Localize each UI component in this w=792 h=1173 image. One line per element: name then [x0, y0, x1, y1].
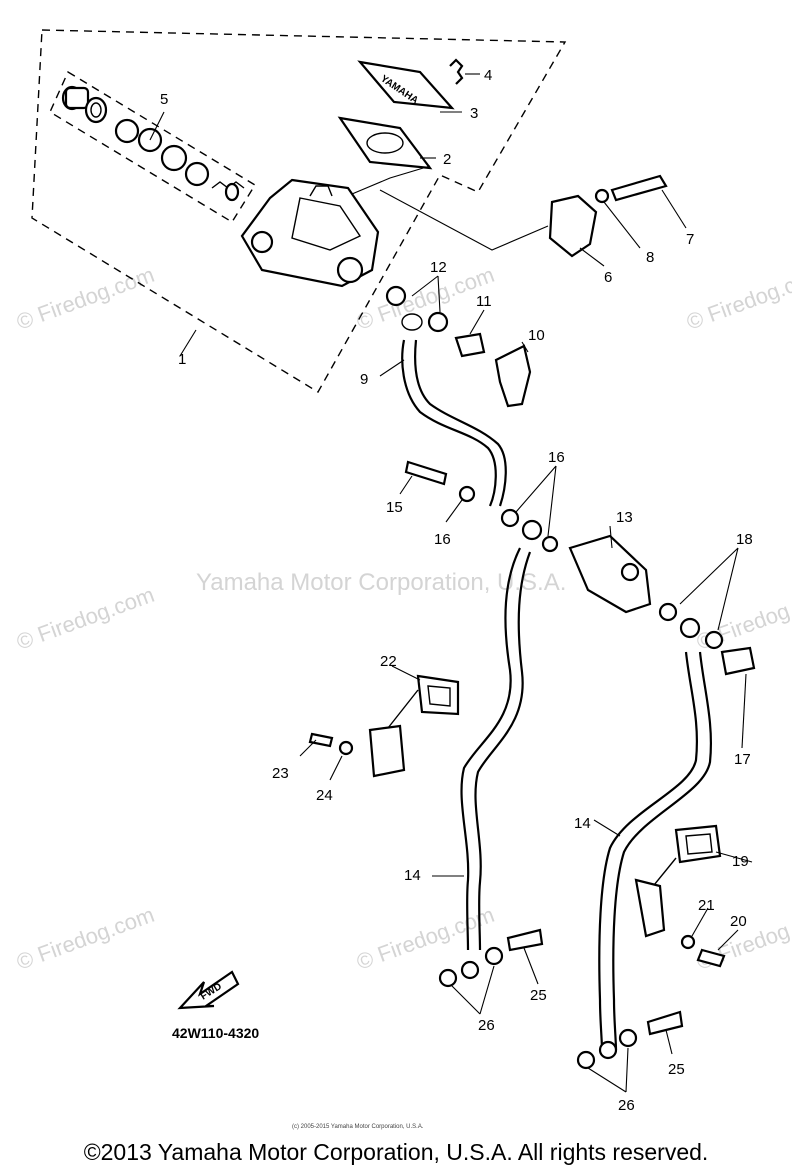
part-label: 8: [646, 249, 654, 266]
part-label: 25: [530, 987, 547, 1004]
part-label: 14: [404, 867, 421, 884]
holder-drawing: [548, 174, 668, 258]
part-label: 19: [732, 853, 749, 870]
caliper-fittings-drawing: [438, 946, 638, 1070]
diagram-code: 42W110-4320: [172, 1025, 259, 1041]
upper-brake-hose-outline: [414, 339, 507, 507]
part-label: 13: [616, 509, 633, 526]
reservoir-cover-drawing: YAMAHA: [337, 58, 464, 170]
hose-clamps-drawing: [368, 674, 722, 938]
part-label: 15: [386, 499, 403, 516]
forward-arrow-icon: FWD: [177, 970, 240, 1010]
watermark-yamaha: Yamaha Motor Corporation, U.S.A.: [196, 569, 566, 596]
piston-kit-boundary: [49, 70, 256, 223]
right-brake-hose-outline: [612, 651, 713, 1051]
part-label: 10: [528, 327, 545, 344]
left-brake-hose-outline: [474, 551, 532, 951]
piston-kit-drawing: [61, 85, 245, 202]
part-label: 23: [272, 765, 289, 782]
part-label: 24: [316, 787, 333, 804]
part-label: 2: [443, 151, 451, 168]
watermark-firedog: © Firedog.com: [683, 262, 792, 335]
part-label: 3: [470, 105, 478, 122]
watermark-firedog: © Firedog.com: [13, 262, 157, 335]
part-label: 16: [548, 449, 565, 466]
part-label: 14: [574, 815, 591, 832]
part-label: 16: [434, 531, 451, 548]
part-labels: 1 2 3 4 5 6 7 8 9 10 11 12 13 14 14 15 1…: [160, 67, 753, 1114]
part-label: 4: [484, 67, 492, 84]
part-label: 26: [478, 1017, 495, 1034]
part-label: 17: [734, 751, 751, 768]
part-label: 9: [360, 371, 368, 388]
part-label: 26: [618, 1097, 635, 1114]
right-union-drawing: [658, 602, 756, 676]
part-label: 1: [178, 351, 186, 368]
part-label: 7: [686, 231, 694, 248]
part-label: 21: [698, 897, 715, 914]
part-label: 6: [604, 269, 612, 286]
part-label: 22: [380, 653, 397, 670]
right-brake-hose: [598, 651, 699, 1051]
watermark-firedog: © Firedog.com: [13, 902, 157, 975]
part-label: 25: [668, 1061, 685, 1078]
left-brake-hose: [460, 547, 521, 951]
leader-lines: [149, 73, 753, 1093]
part-label: 20: [730, 913, 747, 930]
part-label: 11: [476, 293, 492, 310]
master-cylinder-assembly-boundary: [31, 29, 567, 393]
union-bolt-drawing: [385, 285, 532, 408]
joint-bolts-drawing: [404, 460, 559, 553]
small-bolts-drawing: [308, 732, 726, 1036]
part-label: 5: [160, 91, 168, 108]
watermark-firedog: © Firedog.com: [13, 582, 157, 655]
part-label: 18: [736, 531, 753, 548]
small-copyright-notice: (c) 2005-2015 Yamaha Motor Corporation, …: [292, 1124, 424, 1130]
brake-joint-drawing: [568, 534, 652, 614]
master-cylinder-drawing: [240, 178, 380, 288]
part-label: 12: [430, 259, 447, 276]
copyright-text: ©2013 Yamaha Motor Corporation, U.S.A. A…: [84, 1139, 709, 1165]
upper-brake-hose: [401, 339, 497, 507]
